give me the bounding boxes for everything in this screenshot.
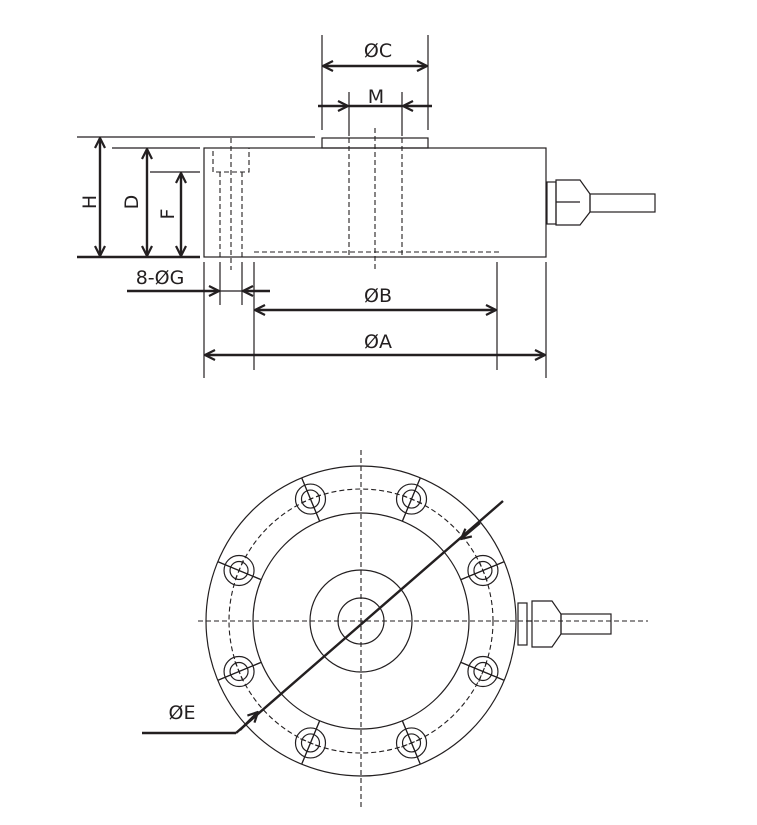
hidden-lines <box>212 128 502 270</box>
cable <box>560 613 612 635</box>
top-view: ØE <box>142 450 648 808</box>
label-d: D <box>121 195 143 210</box>
dimension-dia-c: ØC <box>321 35 429 130</box>
label-dia-c: ØC <box>364 40 392 62</box>
bolt-hole <box>395 477 428 522</box>
label-dia-b: ØB <box>364 285 392 307</box>
bolt-circle <box>228 488 494 754</box>
dimension-h: H <box>77 136 315 259</box>
bolt-holes <box>217 477 505 765</box>
dimension-d: D <box>112 147 200 256</box>
counterbore <box>212 147 250 173</box>
dimension-f: F <box>150 171 200 256</box>
bolt-hole <box>217 554 262 587</box>
bolt-hole <box>294 720 327 765</box>
dimension-holes-g: 8-ØG <box>127 262 270 305</box>
dimension-m: M <box>318 86 432 136</box>
cable <box>589 193 656 213</box>
cable-connector-top <box>517 600 612 648</box>
label-dia-e: ØE <box>169 702 196 724</box>
bolt-hole <box>217 655 262 688</box>
dimension-dia-a: ØA <box>203 262 547 378</box>
cable-connector <box>546 179 656 226</box>
dimension-dia-e: ØE <box>142 500 504 735</box>
bolt-hole <box>395 720 428 765</box>
bolt-hole <box>294 477 327 522</box>
bolt-hole <box>460 655 505 688</box>
label-f: F <box>157 209 179 220</box>
inner-ring <box>252 512 470 730</box>
dimension-dia-b: ØB <box>253 262 498 370</box>
label-holes-g: 8-ØG <box>136 267 185 289</box>
label-dia-a: ØA <box>364 331 392 353</box>
bolt-hole <box>460 554 505 587</box>
label-m: M <box>368 86 384 108</box>
label-h: H <box>79 195 101 209</box>
side-view: ØC M H D F <box>77 35 656 378</box>
